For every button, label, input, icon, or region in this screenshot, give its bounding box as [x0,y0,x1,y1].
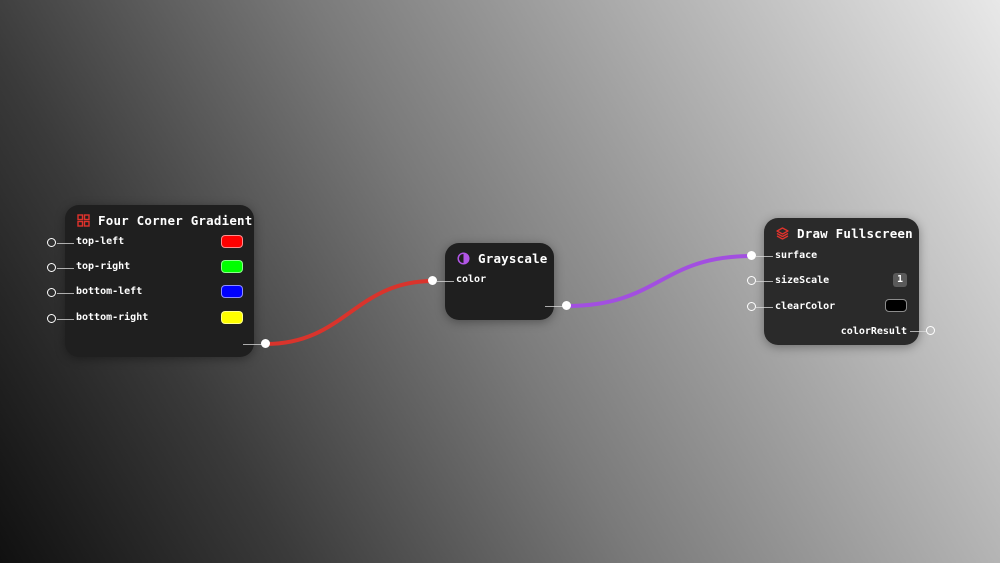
wire-gradient-to-grayscale[interactable] [264,279,435,346]
node-four-corner-gradient[interactable]: Four Corner Gradient top-left top-right … [65,205,254,357]
input-label-top-right: top-right [76,261,131,272]
port-stub [545,306,563,307]
output-port-colorresult[interactable] [926,326,935,335]
input-port-bottom-right[interactable] [47,314,56,323]
node-title: Grayscale [457,251,548,266]
input-label-bottom-left: bottom-left [76,286,143,297]
input-port-top-left[interactable] [47,238,56,247]
input-port-surface[interactable] [747,251,756,260]
input-port-color[interactable] [428,276,437,285]
port-stub [243,344,262,345]
node-title-label: Four Corner Gradient [98,213,253,228]
input-label-clearcolor: clearColor [775,301,836,312]
sizescale-value[interactable]: 1 [893,273,907,287]
output-label-colorresult: colorResult [840,326,907,337]
node-title-label: Grayscale [478,251,548,266]
port-stub [756,307,773,308]
input-port-bottom-left[interactable] [47,288,56,297]
node-title: Draw Fullscreen [776,226,913,241]
color-swatch-bottom-right[interactable] [221,311,243,324]
color-swatch-top-right[interactable] [221,260,243,273]
node-title: Four Corner Gradient [77,213,253,228]
input-port-clearcolor[interactable] [747,302,756,311]
input-label-sizescale: sizeScale [775,275,830,286]
port-stub [57,268,74,269]
port-stub [57,243,74,244]
output-port-gradient[interactable] [261,339,270,348]
port-stub [57,293,74,294]
color-swatch-bottom-left[interactable] [221,285,243,298]
port-stub [437,281,454,282]
port-stub [910,331,927,332]
input-label-color: color [456,274,487,285]
color-swatch-clearcolor[interactable] [885,299,907,312]
grid-icon [77,214,90,227]
wire-grayscale-to-draw[interactable] [565,254,754,308]
input-label-top-left: top-left [76,236,125,247]
port-stub [57,319,74,320]
input-label-surface: surface [775,250,818,261]
input-port-top-right[interactable] [47,263,56,272]
node-grayscale[interactable]: Grayscale color [445,243,554,320]
node-draw-fullscreen[interactable]: Draw Fullscreen surface sizeScale clearC… [764,218,919,345]
port-stub [756,256,773,257]
input-label-bottom-right: bottom-right [76,312,149,323]
color-swatch-top-left[interactable] [221,235,243,248]
port-stub [756,281,773,282]
layers-icon [776,227,789,240]
half-circle-icon [457,252,470,265]
node-title-label: Draw Fullscreen [797,226,913,241]
input-port-sizescale[interactable] [747,276,756,285]
output-port-grayscale[interactable] [562,301,571,310]
